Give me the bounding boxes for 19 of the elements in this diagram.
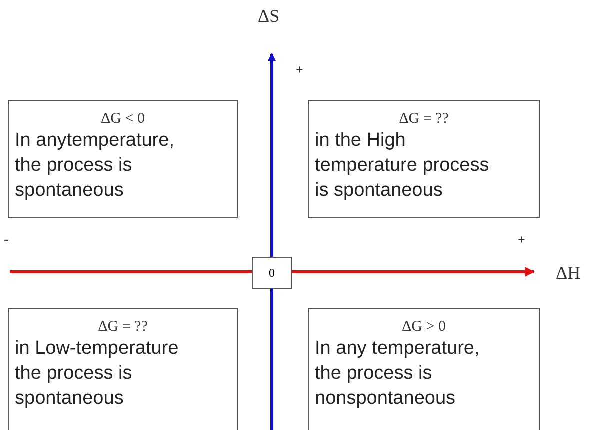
free-energy-condition: ΔG > 0 (401, 319, 447, 336)
quadrant-box (8, 100, 238, 218)
origin-box (252, 257, 292, 289)
free-energy-condition: ΔG = ?? (97, 319, 149, 336)
free-energy-condition: ΔG = ?? (398, 111, 450, 128)
quadrant-box (308, 100, 540, 218)
description-text: in the High temperature process is spontaneous (314, 129, 490, 203)
description-text: In any temperature, the process is nonspontaneous (314, 337, 481, 411)
sign-label: - (4, 232, 9, 249)
quadrant-box (8, 308, 238, 430)
free-energy-condition: ΔG < 0 (100, 111, 146, 128)
description-text: In anytemperature, the process is spontaneous (14, 129, 176, 203)
sign-label: + (296, 62, 304, 78)
description-text: in Low-temperature the process is spontaneous (14, 337, 180, 411)
axis-label: ΔS (258, 6, 280, 27)
axis-label: ΔH (556, 263, 581, 284)
origin-label: 0 (269, 266, 275, 280)
quadrant-box (308, 308, 540, 430)
sign-label: + (518, 232, 526, 248)
